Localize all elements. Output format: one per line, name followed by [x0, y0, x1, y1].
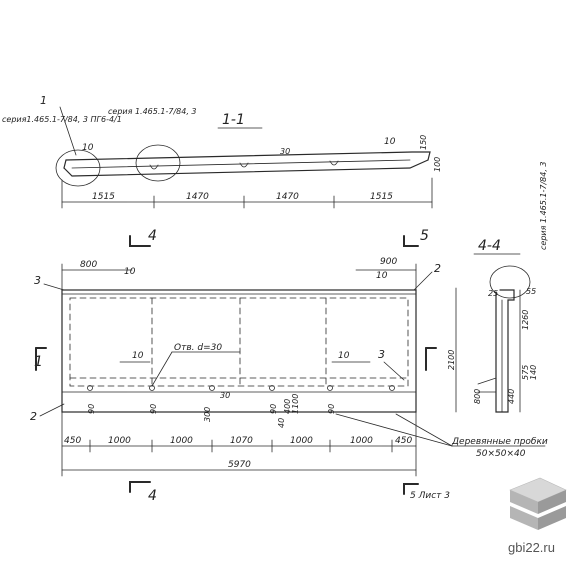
wood-note-1: Деревянные пробки	[451, 437, 548, 447]
bottom-span-4: 1000	[290, 436, 313, 446]
span-2: 1470	[276, 192, 299, 202]
series-note-a: серия1.465.1-7/84, 3 ПГ6-4/1	[2, 115, 122, 124]
dim-440: 440	[507, 389, 516, 404]
dim-30: 30	[280, 147, 290, 156]
detail-circle-left	[55, 149, 101, 187]
mark-10-bottom-left: 10	[132, 351, 144, 361]
mark-10-top-left: 10	[124, 267, 136, 277]
section-mark-4-bottom: 4	[148, 488, 157, 504]
bottom-span-0: 450	[64, 436, 81, 446]
section-1-1-title: 1-1	[222, 112, 245, 128]
callout-2-right: 2	[434, 262, 441, 275]
detail-circle-mid	[135, 144, 181, 182]
slab-mid	[71, 159, 411, 169]
mark-10a: 10	[82, 143, 94, 153]
bottom-span-2: 1000	[170, 436, 193, 446]
dim-140: 140	[529, 365, 538, 380]
dim-1100: 1100	[291, 394, 300, 414]
opening	[389, 385, 395, 391]
dim-40: 40	[277, 418, 286, 428]
leader-1	[59, 106, 77, 156]
opening	[209, 385, 215, 391]
detail-circle-4-4	[489, 265, 531, 299]
section-marker-5-bottom	[403, 483, 419, 495]
dim-90-d: 90	[327, 404, 336, 414]
section-marker-4-top	[129, 235, 151, 247]
watermark-text: gbi22.ru	[508, 540, 555, 555]
opening	[269, 385, 275, 391]
section-mark-1-left: 1	[34, 354, 43, 370]
rib-foot	[477, 377, 497, 393]
section-4-4-title: 4-4	[478, 238, 501, 254]
gbi22-logo: gbi22.ru	[508, 477, 567, 555]
bottom-span-5: 1000	[350, 436, 373, 446]
logo-slab2-left	[510, 506, 538, 530]
rib-frame	[69, 297, 409, 387]
bottom-span-6: 450	[395, 436, 412, 446]
wood-note-2: 50×50×40	[476, 449, 526, 459]
section-1-1: 1-1 1 серия1.465.1-7/84, 3 ПГ6-4/1 серия…	[2, 94, 442, 209]
total-length: 5970	[228, 460, 251, 470]
dim-575: 575	[521, 365, 530, 380]
slab-ribs	[149, 160, 339, 170]
slab-bottom-edge	[63, 159, 429, 177]
dim-1260: 1260	[521, 310, 530, 330]
dim-300: 300	[203, 407, 212, 422]
logo-slab2-right	[538, 506, 566, 530]
span-3: 1515	[370, 192, 393, 202]
callout-3-left: 3	[34, 274, 41, 287]
logo-slab-right	[538, 490, 566, 514]
mark-1: 1	[40, 94, 47, 107]
wood-leader-2	[395, 413, 453, 447]
bottom-span-3: 1070	[230, 436, 253, 446]
logo-slab-left	[510, 490, 538, 514]
mark-10-top-right: 10	[376, 271, 388, 281]
leader-3-left	[43, 283, 65, 291]
dim-90-a: 90	[87, 404, 96, 414]
dim-900-right: 900	[380, 257, 397, 267]
bottom-span-1: 1000	[108, 436, 131, 446]
mark-10b: 10	[384, 137, 396, 147]
dim-55: 55	[526, 287, 536, 296]
callout-3-right: 3	[378, 348, 385, 361]
opening-leader	[151, 351, 173, 387]
rib-profile	[495, 289, 515, 413]
dim-90-c: 90	[269, 404, 278, 414]
dim-90-b: 90	[149, 404, 158, 414]
leader-2-left	[39, 403, 65, 417]
wood-leader-1	[335, 413, 453, 447]
opening	[87, 385, 93, 391]
dim-100: 100	[433, 157, 442, 172]
opening	[327, 385, 333, 391]
leader-3-right	[383, 361, 405, 381]
height-total: 2100	[447, 350, 456, 370]
panel-elevation: 4 4 5 1 800	[30, 228, 548, 504]
dim-800: 800	[473, 389, 482, 404]
openings	[87, 385, 395, 391]
dim-150: 150	[419, 135, 428, 150]
callout-2-left: 2	[30, 410, 37, 423]
span-0: 1515	[92, 192, 115, 202]
opening-label: Отв. d=30	[174, 343, 222, 353]
section-4-4-series: серия 1.465.1-7/84, 3	[539, 161, 548, 250]
panel-outline	[61, 289, 417, 413]
section-4-4: 4-4 серия 1.465.1-7/84, 3 1260 575 140 4…	[473, 161, 548, 413]
dim-400: 400	[283, 399, 292, 414]
span-1: 1470	[186, 192, 209, 202]
sheet-ref: 5 Лист 3	[410, 491, 450, 501]
dim-30-v: 30	[220, 391, 230, 400]
section-marker-5-top	[403, 235, 419, 247]
section-marker-4-bottom	[129, 481, 151, 493]
section-mark-4-top: 4	[148, 228, 157, 244]
dim-25: 25	[488, 289, 498, 298]
series-note-b: серия 1.465.1-7/84, 3	[108, 107, 197, 116]
dim-800-left: 800	[80, 260, 97, 270]
leader-2-right	[413, 271, 433, 291]
mark-10-bottom-right: 10	[338, 351, 350, 361]
slab-top-edge	[63, 151, 431, 169]
section-mark-5-top: 5	[420, 228, 429, 244]
